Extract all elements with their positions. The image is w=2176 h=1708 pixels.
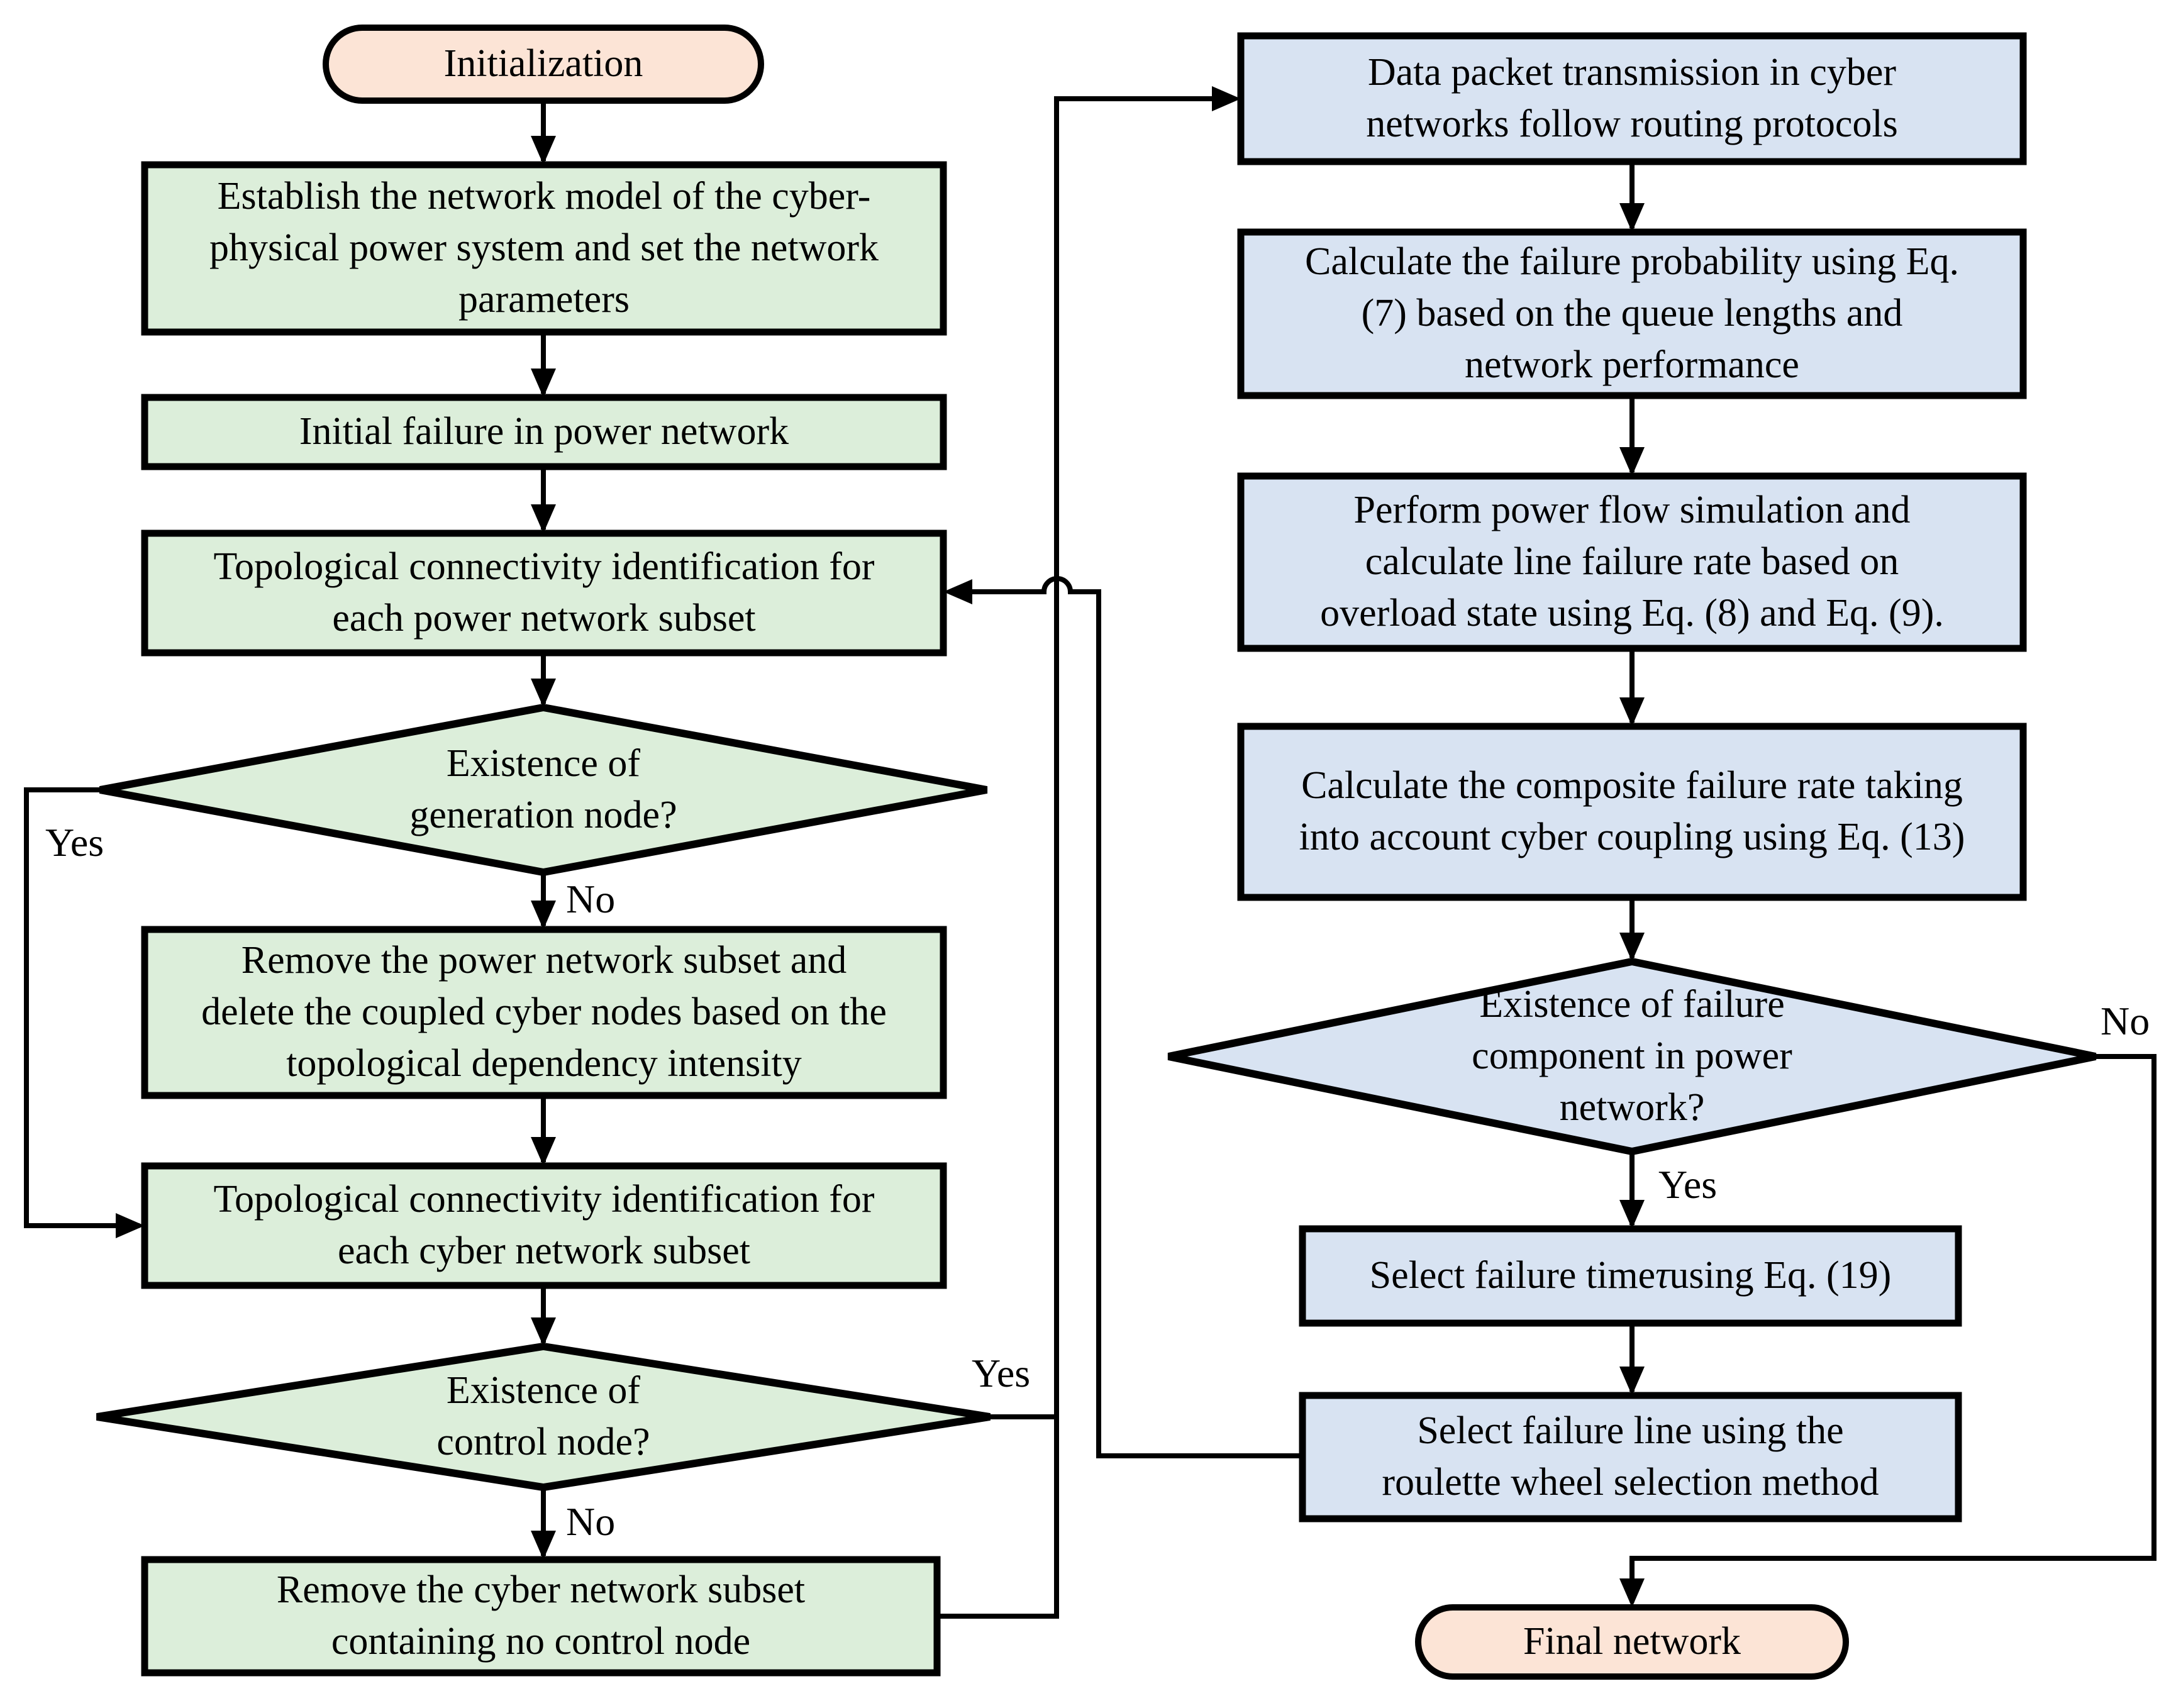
arrowhead-topopower-gendecision — [531, 679, 556, 707]
edge-removecyber-to-datapacket — [937, 96, 1235, 1619]
arrowhead-into-finalnetwork — [1619, 1578, 1645, 1607]
arrowhead-initialfailure-topopower — [531, 504, 556, 533]
final-network-terminal-shape — [1415, 1604, 1849, 1680]
data-packet-box — [1237, 32, 2027, 165]
failure-component-decision-diamond — [1167, 957, 2097, 1156]
topology-cyber-box — [141, 1162, 947, 1289]
generation-decision-diamond — [99, 703, 988, 877]
select-failure-line-box — [1299, 1392, 1962, 1522]
initialization-terminal-shape — [323, 25, 764, 104]
composite-failure-box — [1237, 723, 2027, 901]
remove-cyber-subset-box — [141, 1556, 941, 1677]
remove-power-subset-box — [141, 926, 947, 1099]
arrowhead-ctrldecision-removecyber — [531, 1531, 556, 1560]
edge-selectline-loop-to-topopower — [951, 576, 1302, 1458]
arrowhead-composite-faildecision — [1619, 933, 1645, 962]
arrowhead-datapacket-failureprob — [1619, 203, 1645, 232]
power-flow-box — [1237, 472, 2027, 652]
arrowhead-failureprob-powerflow — [1619, 447, 1645, 476]
select-failure-time-box — [1299, 1225, 1962, 1327]
failure-probability-box — [1237, 228, 2027, 399]
arrowhead-loop-into-topopower — [943, 579, 972, 604]
arrowhead-establish-initialfailure — [531, 369, 556, 397]
arrowhead-init-establish — [531, 136, 556, 165]
control-decision-diamond — [96, 1342, 991, 1492]
initial-failure-box — [141, 394, 947, 470]
arrowhead-powerflow-composite — [1619, 697, 1645, 726]
arrowhead-topocyber-ctrldecision — [531, 1317, 556, 1346]
edge-gendecision-yes-to-topocyber — [24, 787, 140, 1228]
establish-model-box — [141, 161, 947, 336]
arrowhead-removepower-topocyber — [531, 1137, 556, 1166]
arrowhead-into-datapacket — [1212, 86, 1241, 111]
arrowhead-gendecision-removepower — [531, 901, 556, 929]
arrowhead-selecttime-selectline — [1619, 1367, 1645, 1395]
arrowhead-faildecision-selecttime — [1619, 1200, 1645, 1229]
topology-power-box — [141, 530, 947, 657]
arrowhead-gendecision-topocyber — [116, 1213, 145, 1238]
edge-faildecision-no-to-finalnetwork — [1629, 1054, 2157, 1602]
